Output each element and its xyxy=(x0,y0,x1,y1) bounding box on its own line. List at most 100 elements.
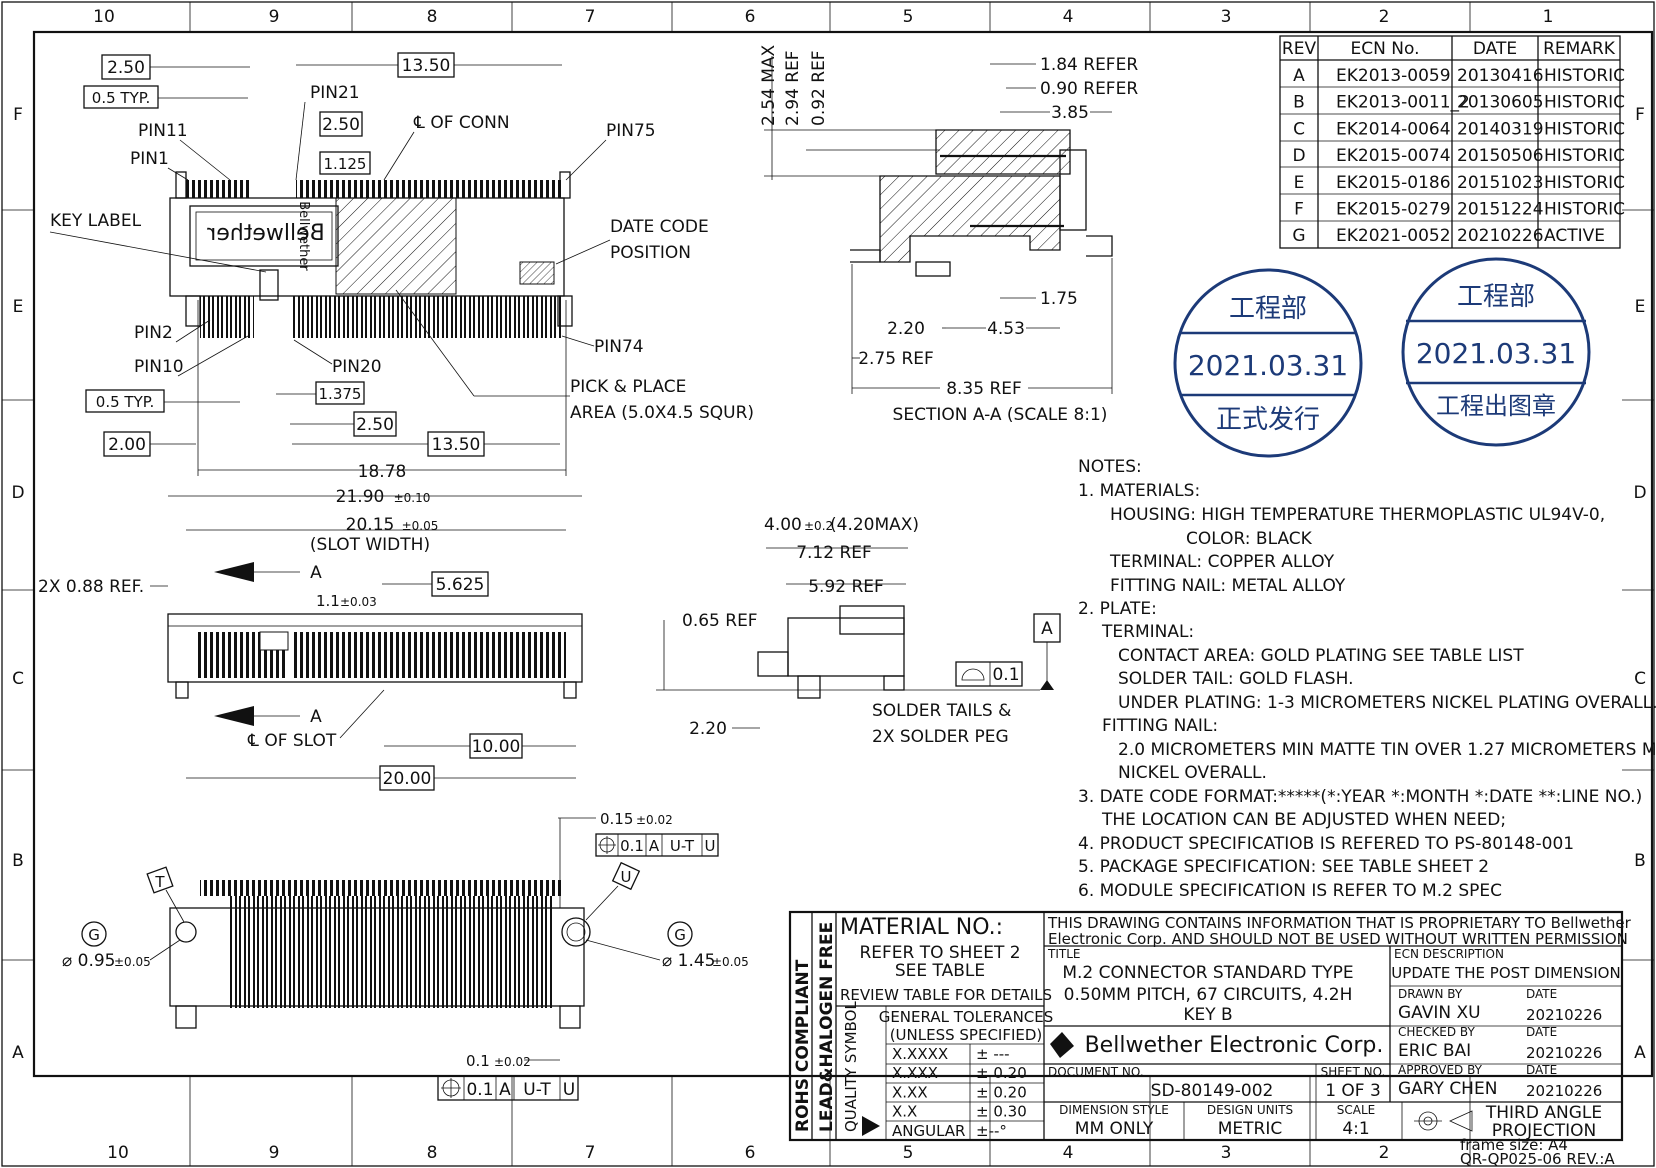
drawing-title: 0.50MM PITCH, 67 CIRCUITS, 4.2H xyxy=(1064,985,1353,1005)
max-4-20: (4.20MAX) xyxy=(830,515,919,535)
sheet-label: SHEET NO. xyxy=(1321,1065,1386,1079)
rev-cell: EK2013-0059 xyxy=(1336,66,1451,86)
checked-label: CHECKED BY xyxy=(1398,1025,1475,1039)
units: METRIC xyxy=(1218,1119,1283,1139)
fcf-datum: U xyxy=(563,1080,575,1100)
dim-13-50: 13.50 xyxy=(402,56,451,76)
row-label: B xyxy=(12,851,24,871)
rev-cell: E xyxy=(1294,173,1305,193)
dim-21-90: 21.90 xyxy=(336,487,385,507)
note-line: THE LOCATION CAN BE ADJUSTED WHEN NEED; xyxy=(1101,810,1506,830)
ecn-label: ECN DESCRIPTION xyxy=(1394,947,1504,961)
note-line: SOLDER TAIL: GOLD FLASH. xyxy=(1118,669,1353,689)
drawing-title: KEY B xyxy=(1183,1005,1232,1025)
solder-tails-label: 2X SOLDER PEG xyxy=(872,727,1009,747)
fcf-datum: A xyxy=(499,1080,511,1100)
row-label: E xyxy=(1635,297,1646,317)
row-label: E xyxy=(13,297,24,317)
bottom-view: 0.15 ±0.02 0.1 A U-T U T U G G ⌀ 0.95 ±0… xyxy=(62,810,749,1101)
fcf-datum: A xyxy=(649,837,660,855)
date-label: DATE xyxy=(1526,1025,1557,1039)
rev-cell: HISTORIC xyxy=(1544,200,1625,220)
approved-by: GARY CHEN xyxy=(1398,1079,1497,1099)
rev-cell: 20151023 xyxy=(1457,173,1544,193)
rev-header: REMARK xyxy=(1543,39,1616,59)
row-label: C xyxy=(1634,669,1646,689)
col-label: 10 xyxy=(107,1143,129,1163)
rev-header: REV xyxy=(1282,39,1317,59)
projection-label: PROJECTION xyxy=(1492,1121,1597,1141)
tolerance-value: ± 0.20 xyxy=(976,1064,1027,1082)
material-title: MATERIAL NO.: xyxy=(840,915,1003,940)
rev-cell: G xyxy=(1292,226,1305,246)
solder-tails-label: SOLDER TAILS & xyxy=(872,701,1011,721)
dim-1-1: 1.1 xyxy=(316,592,340,610)
datum-a: A xyxy=(1041,619,1053,639)
rev-cell: HISTORIC xyxy=(1544,173,1625,193)
release-stamp-2: 工程部 2021.03.31 工程出图章 xyxy=(1401,257,1591,447)
tolerance-value: ± --- xyxy=(976,1045,1010,1063)
dim-1-75: 1.75 xyxy=(1040,289,1078,309)
rohs-label: ROHS COMPLIANT xyxy=(793,959,813,1132)
rev-cell: A xyxy=(1293,66,1305,86)
review-table-label: REVIEW TABLE FOR DETAILS xyxy=(840,986,1052,1004)
tolerance-value: ± 0.20 xyxy=(976,1083,1027,1101)
note-line: NOTES: xyxy=(1078,457,1142,477)
general-tolerances: GENERAL TOLERANCES xyxy=(879,1008,1054,1026)
dim-0-5-typ: 0.5 TYP. xyxy=(92,89,150,107)
pin20-label: PIN20 xyxy=(332,357,382,377)
col-label: 7 xyxy=(585,1143,596,1163)
row-label: B xyxy=(1634,851,1646,871)
dim-style: MM ONLY xyxy=(1075,1119,1154,1139)
note-line: 6. MODULE SPECIFICATION IS REFER TO M.2 … xyxy=(1078,881,1502,901)
doc-no: SD-80149-002 xyxy=(1151,1081,1274,1101)
dim-2-50: 2.50 xyxy=(322,115,360,135)
tol-1-45: ±0.05 xyxy=(712,955,749,969)
tolerance-format: ANGULAR xyxy=(892,1122,965,1140)
note-line: HOUSING: HIGH TEMPERATURE THERMOPLASTIC … xyxy=(1110,505,1605,525)
rohs-label: LEAD&HALOGEN FREE xyxy=(817,922,837,1132)
dia-1-45: ⌀ 1.45 xyxy=(662,951,716,971)
tol-0-1: ±0.02 xyxy=(494,1055,531,1069)
fcf-datum: U xyxy=(705,837,716,855)
dim-13-50: 13.50 xyxy=(432,435,481,455)
tolerance-format: X.XX xyxy=(892,1083,928,1101)
form-no: QR-QP025-06 REV.:A xyxy=(1460,1150,1615,1168)
tolerance-format: X.X xyxy=(892,1103,917,1121)
dim-4-53: 4.53 xyxy=(987,319,1025,339)
proprietary-notice: Electronic Corp. AND SHOULD NOT BE USED … xyxy=(1048,930,1628,948)
dim-style-label: DIMENSION STYLE xyxy=(1059,1103,1169,1117)
dim-2-50: 2.50 xyxy=(107,58,145,78)
tol-20-15: ±0.05 xyxy=(402,519,439,533)
drawn-label: DRAWN BY xyxy=(1398,987,1463,1001)
rev-cell: EK2015-0186 xyxy=(1336,173,1451,193)
section-caption: SECTION A-A (SCALE 8:1) xyxy=(893,405,1108,425)
projection-label: THIRD ANGLE xyxy=(1485,1103,1602,1123)
col-label: 2 xyxy=(1379,7,1390,27)
company-logo-icon xyxy=(1050,1032,1074,1058)
stamp-date: 2021.03.31 xyxy=(1416,337,1576,370)
note-line: TERMINAL: xyxy=(1101,622,1194,642)
col-label: 4 xyxy=(1063,7,1074,27)
col-label: 4 xyxy=(1063,1143,1074,1163)
pin1-label: PIN1 xyxy=(130,149,169,169)
stamp-status: 工程出图章 xyxy=(1436,392,1556,420)
rev-cell: HISTORIC xyxy=(1544,66,1625,86)
col-label: 2 xyxy=(1379,1143,1390,1163)
note-line: 5. PACKAGE SPECIFICATION: SEE TABLE SHEE… xyxy=(1078,857,1489,877)
pin21-label: PIN21 xyxy=(310,83,360,103)
frame-size: frame size: A4 xyxy=(1460,1136,1568,1154)
dim-3-85: 3.85 xyxy=(1051,103,1089,123)
col-label: 5 xyxy=(903,7,914,27)
dim-2-50: 2.50 xyxy=(356,415,394,435)
col-label: 9 xyxy=(269,1143,280,1163)
pin11-label: PIN11 xyxy=(138,121,188,141)
rev-cell: EK2013-0011_2 xyxy=(1336,93,1470,113)
pin74-label: PIN74 xyxy=(594,337,644,357)
quality-symbol-icon xyxy=(862,1116,880,1136)
tolerance-value: ± 0.30 xyxy=(976,1103,1027,1121)
rev-header: DATE xyxy=(1473,39,1517,59)
fcf-datum: U-T xyxy=(523,1080,551,1100)
